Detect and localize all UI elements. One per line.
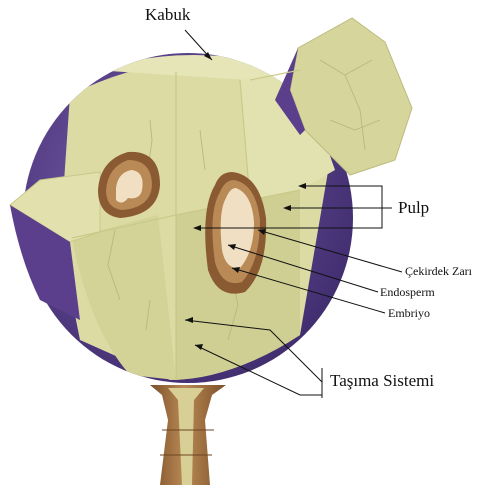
label-embriyo: Embriyo	[388, 306, 430, 320]
label-kabuk: Kabuk	[145, 5, 191, 24]
stem	[150, 385, 226, 485]
label-cekirdek-zari: Çekirdek Zarı	[405, 264, 473, 278]
label-tasima-sistemi: Taşıma Sistemi	[330, 371, 434, 390]
label-pulp: Pulp	[398, 198, 429, 217]
label-endosperm: Endosperm	[380, 285, 435, 299]
